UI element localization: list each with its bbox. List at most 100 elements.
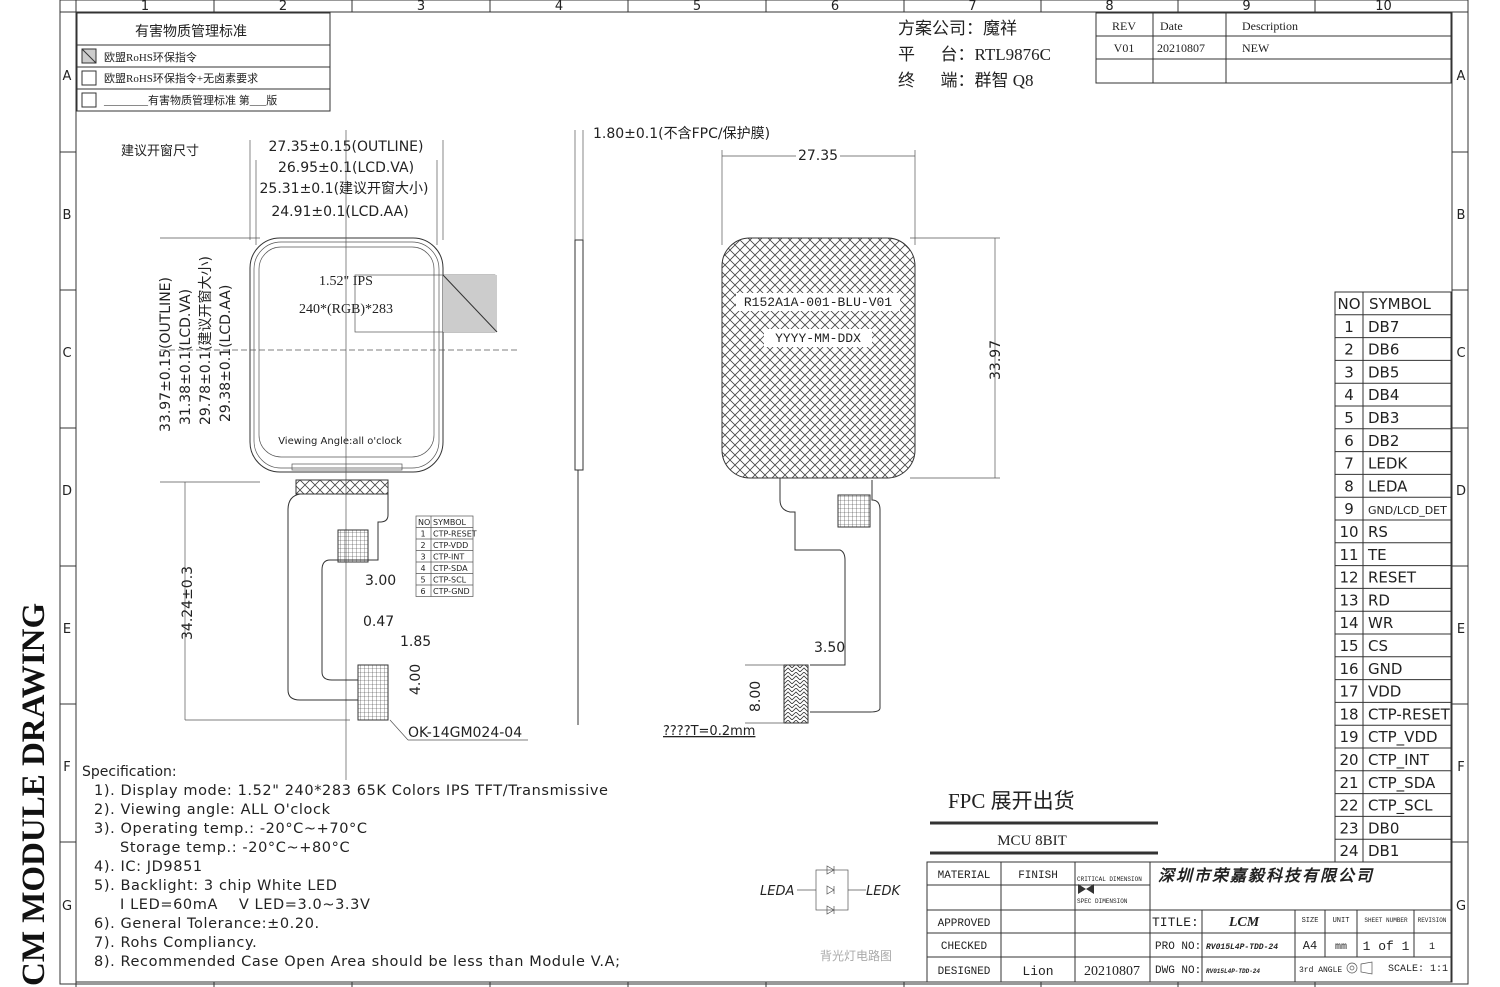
rohs-checkbox-2[interactable] xyxy=(81,70,97,86)
pin-no-header: NO xyxy=(1337,295,1360,313)
ctp-pin-number: 5 xyxy=(420,576,425,585)
dwg-no-value: RV015L4P-TDD-24 xyxy=(1206,968,1260,975)
row-label-left: C xyxy=(62,346,71,361)
checked-label: CHECKED xyxy=(941,941,988,953)
rohs-item: 欧盟RoHS环保指令+无卤素要求 xyxy=(104,71,258,85)
ctp-pin-symbol: CTP-SCL xyxy=(433,576,467,585)
rohs-checkbox-3[interactable] xyxy=(81,92,97,108)
rohs-item: 欧盟RoHS环保指令 xyxy=(104,50,197,64)
pin-symbol: CTP_INT xyxy=(1368,751,1430,770)
pin-symbol: DB4 xyxy=(1368,386,1399,404)
pro-no-value: RV015L4P-TDD-24 xyxy=(1206,943,1278,952)
ctp-pin-symbol: CTP-VDD xyxy=(433,541,468,550)
column-label: 2 xyxy=(279,0,287,14)
pin-number: 12 xyxy=(1339,569,1358,587)
spec-line: 1). Display mode: 1.52" 240*283 65K Colo… xyxy=(94,783,609,799)
pin-symbol-header: SYMBOL xyxy=(1369,295,1431,313)
ctp-pin-number: 6 xyxy=(420,587,425,596)
side-view: 1.80±0.1(不含FPC/保护膜) xyxy=(574,126,770,725)
dim-3-00: 3.00 xyxy=(365,573,396,589)
rev-header: REV xyxy=(1112,19,1136,33)
pin-symbol: CS xyxy=(1368,637,1388,655)
spec-line: 2). Viewing angle: ALL O'clock xyxy=(94,802,331,818)
ctp-pin-number: 2 xyxy=(420,541,425,550)
pin-row: 12 RESET xyxy=(1339,569,1416,587)
description-header: Description xyxy=(1242,19,1298,33)
spec-line: 6). General Tolerance:±0.20. xyxy=(94,916,320,932)
row-label-right: B xyxy=(1457,208,1466,223)
dim-8-00: 8.00 xyxy=(748,681,764,712)
pin-number: 14 xyxy=(1339,614,1358,632)
unit-value: mm xyxy=(1335,942,1347,953)
column-label: 4 xyxy=(555,0,563,14)
column-label: 5 xyxy=(693,0,701,14)
stiffener-note: ????T=0.2mm xyxy=(663,724,755,739)
ctp-pin-symbol: CTP-INT xyxy=(433,553,464,562)
ctp-symbol-header: SYMBOL xyxy=(433,518,467,527)
pin-symbol: RD xyxy=(1368,591,1390,609)
dim-outline-height: 33.97±0.15(OUTLINE) xyxy=(158,277,174,432)
pin-number: 10 xyxy=(1339,523,1358,541)
title-value: LCM xyxy=(1228,915,1260,930)
size-value: A4 xyxy=(1303,939,1317,953)
spec-line: 3). Operating temp.: -20°C~+70°C xyxy=(94,821,368,837)
pin-symbol: DB7 xyxy=(1368,318,1399,336)
pin-symbol: GND xyxy=(1368,660,1402,678)
pin-symbol: DB0 xyxy=(1368,819,1399,837)
designed-label: DESIGNED xyxy=(938,966,991,978)
pin-symbol: DB2 xyxy=(1368,432,1399,450)
pin-symbol: DB1 xyxy=(1368,842,1399,860)
rev-value: V01 xyxy=(1114,41,1135,55)
dim-window-width: 25.31±0.1(建议开窗大小) xyxy=(260,180,429,197)
pin-number: 15 xyxy=(1339,637,1358,655)
pin-number: 13 xyxy=(1339,591,1358,609)
spec-dimension-label: SPEC DIMENSION xyxy=(1077,898,1128,905)
pin-symbol: LEDK xyxy=(1368,455,1408,473)
ctp-no-header: NO xyxy=(418,518,430,527)
designer-value: Lion xyxy=(1022,964,1053,979)
spec-line: 4). IC: JD9851 xyxy=(94,859,203,875)
size-label: SIZE xyxy=(1302,917,1319,925)
pin-number: 3 xyxy=(1344,363,1354,381)
pin-symbol: CTP_SDA xyxy=(1368,774,1436,793)
company-name: 深圳市荣嘉毅科技有限公司 xyxy=(1158,866,1374,885)
dim-back-height: 33.97 xyxy=(988,340,1004,380)
spec-dimension-icon xyxy=(1078,884,1094,894)
pin-number: 17 xyxy=(1339,683,1358,701)
dim-0-47: 0.47 xyxy=(363,614,394,630)
side-title: CM MODULE DRAWING xyxy=(16,603,52,986)
spec-line: Storage temp.: -20°C~+80°C xyxy=(94,840,350,856)
pin-row: 15 CS xyxy=(1339,637,1388,655)
specification: Specification: 1). Display mode: 1.52" 2… xyxy=(82,764,620,970)
finish-label: FINISH xyxy=(1018,870,1058,882)
ctp-pin-number: 1 xyxy=(420,530,425,539)
row-label-right: C xyxy=(1456,346,1465,361)
leda-label: LEDA xyxy=(760,884,794,899)
column-label: 3 xyxy=(417,0,425,14)
row-label-left: G xyxy=(62,899,72,914)
column-label: 7 xyxy=(968,0,976,14)
ctp-pin-symbol: CTP-RESET xyxy=(433,530,477,539)
pin-number: 9 xyxy=(1344,500,1354,518)
pin-symbol: RESET xyxy=(1368,569,1417,587)
pin-number: 19 xyxy=(1339,728,1358,746)
connector-part-number: OK-14GM024-04 xyxy=(408,725,522,741)
pin-symbol: DB5 xyxy=(1368,363,1399,381)
revision-value: 1 xyxy=(1429,942,1435,953)
pin-number: 1 xyxy=(1344,318,1354,336)
pin-number: 20 xyxy=(1339,751,1358,769)
column-label: 6 xyxy=(831,0,839,14)
pin-number: 22 xyxy=(1339,797,1358,815)
pin-symbol: DB6 xyxy=(1368,341,1399,359)
